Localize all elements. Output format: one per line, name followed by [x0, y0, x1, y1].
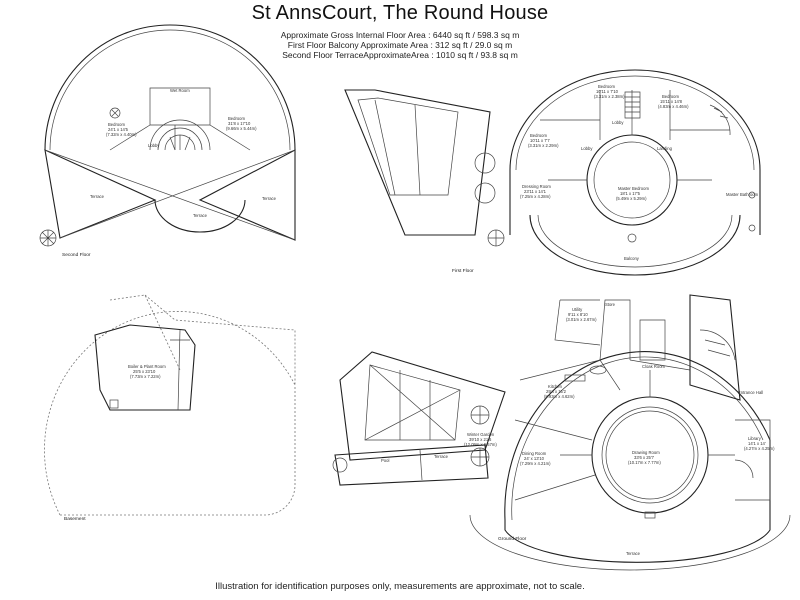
- room-label: Balcony: [624, 256, 640, 261]
- room-label: Dressing Room: [522, 184, 551, 189]
- floor-label: Basement: [64, 516, 86, 522]
- room-label: Terrace: [434, 454, 449, 459]
- room-dims-metric: (3.01m x 2.67m): [566, 317, 597, 322]
- terrace-south: [154, 199, 246, 233]
- room-dims: 25'5 x 23'10: [133, 369, 156, 374]
- room-label: Wet Room: [170, 88, 190, 93]
- basement-plan: Boiler & Plant Room 25'5 x 23'10 (7.73m …: [44, 294, 296, 522]
- room-dims: 10'11 x 7'10: [596, 89, 619, 94]
- room-dims-metric: (7.29m x 4.21m): [520, 461, 551, 466]
- room-label: Cloak Room: [642, 364, 666, 369]
- room-dims-metric: (4.27m x 4.25m): [744, 446, 775, 451]
- room-dims-metric: (10.17m x 7.77m): [628, 460, 661, 465]
- room-label: Library: [748, 436, 762, 441]
- area-line-terrace: Second Floor TerraceApproximateArea : 10…: [282, 50, 518, 60]
- second-floor-outer-arc: [44, 24, 296, 151]
- room-label: Lobby: [581, 146, 593, 151]
- room-label: Bedroom: [228, 116, 246, 121]
- room-dims-metric: (3.31m x 2.29m): [528, 143, 559, 148]
- balcony: [529, 214, 741, 276]
- entrance-block: [689, 294, 741, 401]
- room-label: Boiler & Plant Room: [128, 364, 166, 369]
- room-dims: 14'1 x 14': [748, 441, 766, 446]
- room-dims: 33'6 x 25'7: [634, 455, 655, 460]
- room-label: Kitchen: [548, 384, 563, 389]
- room-label: Terrace: [193, 213, 208, 218]
- floor-label: Ground Floor: [498, 536, 527, 542]
- room-dims: 18'1 x 17'5: [620, 191, 641, 196]
- boiler-plant-room: [94, 324, 196, 411]
- room-label: Utility: [572, 307, 583, 312]
- room-dims-metric: (12.09m x 6.57m): [464, 442, 497, 447]
- room-dims-metric: (7.25m x 4.28m): [520, 194, 551, 199]
- room-label: Winter Garden: [467, 432, 495, 437]
- room-label: Drawing Room: [632, 450, 660, 455]
- room-dims: 15'11 x 14'8: [660, 99, 683, 104]
- room-dims-metric: (4.83m x 4.46m): [658, 104, 689, 109]
- room-label: Lobby: [612, 120, 624, 125]
- room-label: Pool: [381, 458, 389, 463]
- terrace-east: [198, 149, 296, 241]
- room-dims: 9'11 x 8'10: [568, 312, 588, 317]
- floor-label: Second Floor: [62, 252, 91, 258]
- area-line-balcony: First Floor Balcony Approximate Area : 3…: [287, 40, 513, 50]
- room-dims: 24'1 x 14'5: [108, 127, 129, 132]
- room-label: Terrace: [90, 194, 105, 199]
- room-label: Terrace: [626, 551, 641, 556]
- room-label: Landing: [657, 146, 673, 151]
- room-label: Bedroom: [530, 133, 548, 138]
- room-label: Master Bedroom: [618, 186, 649, 191]
- room-dims-metric: (7.73m x 7.22m): [130, 374, 161, 379]
- room-label: Terrace: [262, 196, 277, 201]
- winter-garden: [339, 351, 506, 461]
- first-floor-outer-arc: [509, 69, 761, 171]
- room-label: Bedroom: [598, 84, 616, 89]
- first-floor-plan: Bedroom 10'11 x 7'10 (3.31m x 2.38m) Bed…: [344, 69, 761, 276]
- disclaimer: Illustration for identification purposes…: [215, 581, 585, 592]
- room-dims: 39'10 x 21'6: [469, 437, 492, 442]
- room-dims-metric: (3.31m x 2.38m): [594, 94, 625, 99]
- ground-floor-plan: Store Utility 9'11 x 8'10 (3.01m x 2.67m…: [332, 294, 791, 571]
- room-dims-metric: (9.66m x 5.44m): [226, 126, 257, 131]
- room-dims: 29'4 x 15'2: [546, 389, 567, 394]
- pool: [334, 444, 489, 486]
- room-dims: 24' x 13'10: [524, 456, 545, 461]
- basement-outline: [44, 311, 296, 516]
- room-dims: 31'8 x 17'10: [228, 121, 251, 126]
- room-dims: 10'11 x 7'7: [530, 138, 550, 143]
- area-line-gross: Approximate Gross Internal Floor Area : …: [280, 30, 520, 40]
- room-label: Bedroom: [662, 94, 680, 99]
- winter-garden-roof: [344, 89, 491, 236]
- room-dims-metric: (5.49m x 5.29m): [616, 196, 647, 201]
- room-dims-metric: (7.32m x 4.40m): [106, 132, 137, 137]
- room-label: Entrance Hall: [738, 390, 763, 395]
- room-label: Bedroom: [108, 122, 126, 127]
- room-dims-metric: (8.93m x 4.62m): [544, 394, 575, 399]
- room-label: Master Bathroom: [726, 192, 759, 197]
- terrace-west: [44, 149, 157, 239]
- room-label: Dining Room: [522, 451, 547, 456]
- room-label: Lobby: [148, 143, 160, 148]
- page-title: St AnnsCourt, The Round House: [251, 2, 549, 24]
- floor-label: First Floor: [452, 268, 474, 274]
- room-dims: 23'11 x 14'1: [524, 189, 547, 194]
- ground-floor-outer-arc: [504, 351, 771, 521]
- second-floor-plan: Wet Room Bedroom 24'1 x 14'5 (7.32m x 4.…: [39, 24, 296, 258]
- room-label: Store: [605, 302, 616, 307]
